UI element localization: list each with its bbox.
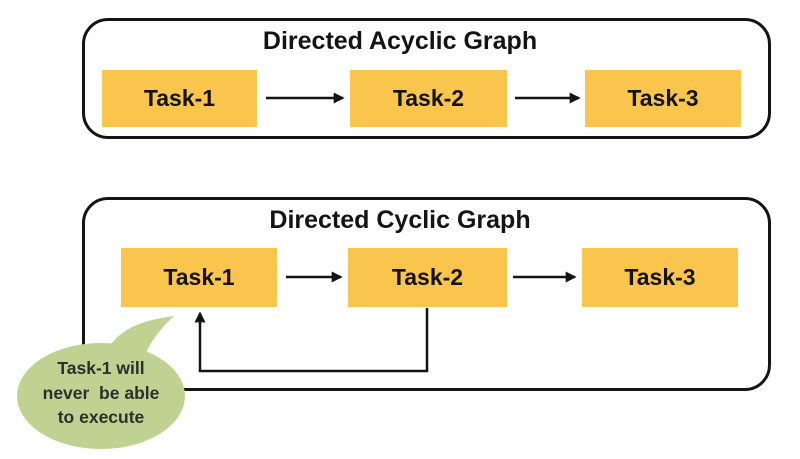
acyclic-task-2-box: Task-2: [350, 70, 507, 127]
cyclic-graph-title: Directed Cyclic Graph: [269, 206, 531, 234]
speech-bubble-text: Task-1 will never be able to execute: [13, 356, 189, 430]
cyclic-task-2-box: Task-2: [348, 248, 507, 307]
bubble-text-line: never be able: [42, 382, 160, 403]
bubble-text-line: to execute: [57, 407, 145, 427]
bubble-text-line: Task-1 will: [57, 358, 145, 378]
cyclic-graph-panel: [82, 197, 771, 391]
acyclic-graph-panel: [82, 18, 771, 139]
acyclic-task-1-box: Task-1: [102, 70, 257, 127]
acyclic-task-3-box: Task-3: [585, 70, 741, 127]
acyclic-graph-title: Directed Acyclic Graph: [262, 27, 538, 55]
cyclic-task-1-box: Task-1: [121, 248, 277, 307]
cyclic-task-3-box: Task-3: [582, 248, 738, 307]
